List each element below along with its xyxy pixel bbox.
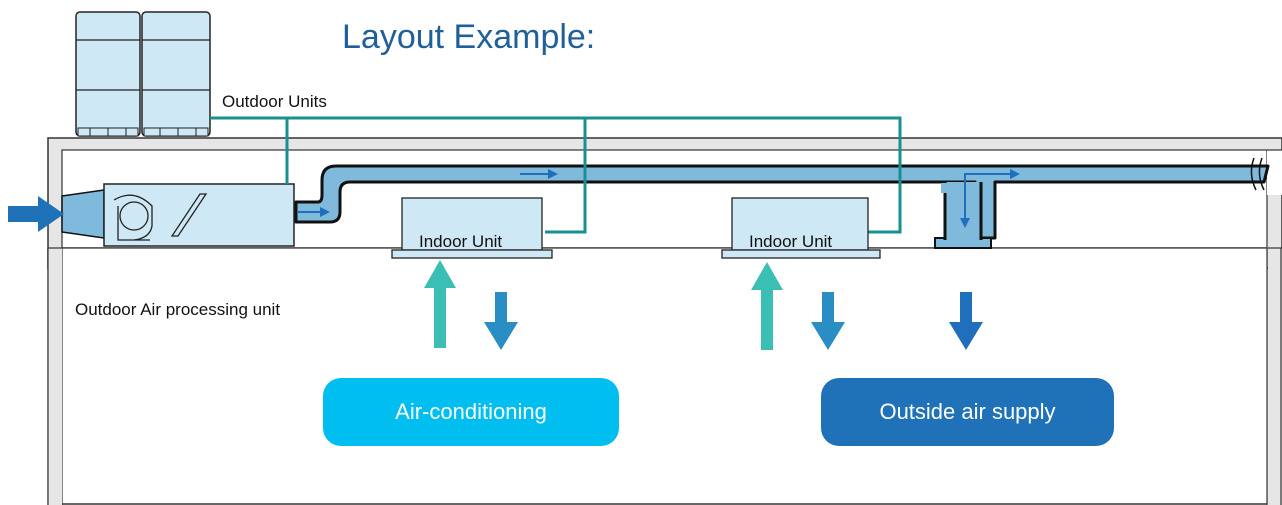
return-arrow-2 — [751, 262, 783, 350]
flow-arrow-duct-2 — [960, 169, 1020, 228]
refrigerant-piping — [210, 116, 902, 234]
outdoor-air-processing-unit-label: Outdoor Air processing unit — [75, 300, 281, 319]
air-conditioning-button: Air-conditioning — [323, 378, 619, 446]
outdoor-air-processing-unit — [103, 183, 295, 247]
supply-arrow-2 — [811, 292, 845, 350]
indoor-unit-1-label: Indoor Unit — [419, 232, 503, 251]
outdoor-units — [75, 11, 211, 137]
flow-arrow-duct-1 — [520, 169, 558, 179]
outdoor-units-label: Outdoor Units — [222, 92, 327, 111]
page-title: Layout Example: — [342, 18, 596, 56]
return-arrow-1 — [424, 260, 456, 348]
supply-duct — [294, 157, 1270, 249]
outdoor-unit-1 — [75, 11, 141, 137]
indoor-unit-2 — [721, 197, 881, 259]
indoor-unit-2-label: Indoor Unit — [749, 232, 833, 251]
intake-duct — [61, 189, 105, 239]
outside-air-intake-arrow — [8, 196, 64, 232]
outdoor-unit-2 — [141, 11, 211, 137]
duct-flow-arrows — [298, 169, 1020, 228]
supply-arrow-1 — [484, 292, 518, 350]
outside-air-supply-button: Outside air supply — [821, 378, 1114, 446]
outside-air-supply-arrow — [949, 292, 983, 350]
room-airflow-arrows — [424, 260, 983, 350]
flow-arrow-unit-outlet — [298, 207, 330, 217]
indoor-unit-1 — [391, 197, 553, 259]
